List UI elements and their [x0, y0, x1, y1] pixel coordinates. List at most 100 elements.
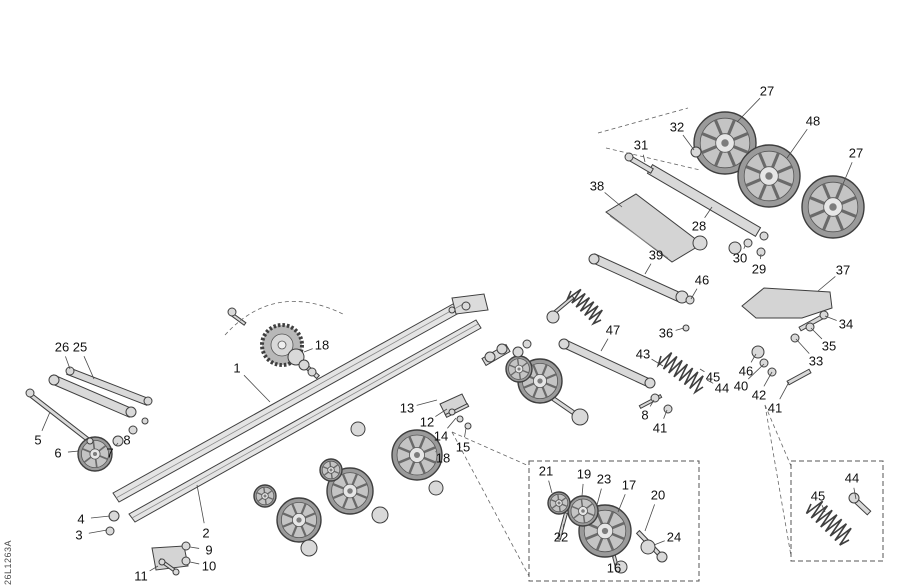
wheel-spoke: [545, 373, 557, 380]
wheel-spoke: [573, 513, 580, 519]
wheel-spoke: [606, 511, 615, 525]
wheel-spoke: [822, 215, 831, 231]
wheel-spoke: [532, 364, 539, 376]
dashed-guide: [597, 107, 689, 134]
wheel-spoke: [418, 461, 426, 474]
callout-leader: [41, 411, 51, 431]
wheel-spoke: [809, 209, 826, 218]
wheel-spoke: [99, 455, 108, 460]
wheel-axle-hole: [765, 172, 773, 180]
wheel-spoke: [408, 461, 416, 474]
hardware: [65, 366, 75, 376]
part-label: 45: [706, 370, 720, 385]
wheel-spoke: [408, 436, 416, 449]
wheel-spoke: [355, 482, 368, 490]
hardware: [571, 408, 589, 426]
hardware: [644, 377, 656, 389]
callout-leader: [651, 358, 664, 367]
callout-leader: [644, 263, 652, 275]
dashed-guide: [764, 404, 792, 557]
part-label: 22: [554, 530, 568, 545]
wheel-spoke: [329, 461, 332, 467]
hardware: [759, 231, 769, 241]
part-label: 9: [205, 543, 212, 558]
part-label: 32: [670, 120, 684, 135]
part-label: 16: [607, 561, 621, 576]
wheel-spoke: [418, 436, 426, 449]
part-label: 11: [134, 569, 148, 584]
part-label: 31: [634, 138, 648, 153]
wheel-spoke: [733, 145, 749, 154]
wheel-spoke: [551, 504, 557, 509]
wheel-spoke: [611, 532, 625, 541]
hardware: [112, 435, 124, 447]
hardware: [819, 310, 829, 320]
hardware: [496, 343, 508, 355]
wheel-spoke: [727, 150, 736, 167]
spring: [805, 500, 852, 546]
part-label: 27: [849, 146, 863, 161]
wheel-spoke: [606, 537, 615, 551]
callout-leader: [604, 192, 623, 208]
wheel-spoke: [355, 492, 368, 500]
wheel-spoke: [518, 372, 522, 380]
wheel-spoke: [545, 382, 557, 389]
wheel-spoke: [267, 490, 273, 495]
wheel-spoke: [701, 132, 717, 141]
wheel-spoke: [323, 471, 329, 476]
wheel-axle-hole: [601, 527, 609, 535]
rail-line: [115, 302, 466, 499]
wheel-spoke: [835, 183, 844, 199]
wheel-spoke: [351, 496, 359, 509]
callout-leader: [690, 288, 698, 300]
hardware: [105, 526, 115, 536]
hardware: [371, 506, 389, 524]
wheel-axle-hole: [347, 488, 353, 494]
hardware: [141, 417, 149, 425]
callout-leader: [842, 162, 853, 185]
wheel-spoke: [521, 362, 528, 368]
hardware: [350, 421, 366, 437]
wheel-axle-hole: [557, 501, 561, 505]
hardware: [428, 480, 444, 496]
wheel-spoke: [835, 214, 844, 231]
wheel-axle-hole: [581, 509, 585, 513]
rail-line: [609, 215, 669, 259]
callout-leader: [763, 371, 773, 387]
hardware: [759, 358, 769, 368]
callout-leader: [747, 363, 765, 380]
part-label: 44: [715, 381, 729, 396]
callout-leader: [189, 546, 200, 549]
part-label: 7: [106, 446, 113, 461]
callout-leader: [644, 504, 655, 532]
hardware: [728, 241, 742, 255]
part-label: 2: [202, 526, 209, 541]
hardware: [25, 388, 35, 398]
wheel-spoke: [745, 165, 761, 174]
wheel-spoke: [558, 506, 561, 512]
callout-leader: [795, 338, 810, 354]
wheel-axle-hole: [329, 468, 333, 472]
wheel-axle-hole: [92, 451, 98, 457]
hardware: [307, 367, 317, 377]
hardware: [743, 238, 753, 248]
hardware: [751, 345, 765, 359]
callout-leader: [617, 494, 626, 513]
hardware: [656, 551, 668, 563]
wheel-spoke: [333, 464, 339, 469]
hardware: [650, 393, 660, 403]
shaft: [786, 368, 812, 386]
wheel-spoke: [291, 525, 298, 537]
document-code: 26L1263A: [3, 540, 13, 586]
part-label: 46: [739, 364, 753, 379]
wheel-spoke: [745, 178, 762, 187]
dashed-guide: [451, 431, 530, 467]
callout-leader: [243, 374, 271, 403]
part-label: 41: [768, 401, 782, 416]
part-label: 37: [836, 263, 850, 278]
hardware: [158, 558, 166, 566]
callout-leader: [90, 515, 111, 519]
hardware: [522, 339, 532, 349]
wheel-spoke: [398, 456, 411, 464]
part-label: 20: [651, 488, 665, 503]
